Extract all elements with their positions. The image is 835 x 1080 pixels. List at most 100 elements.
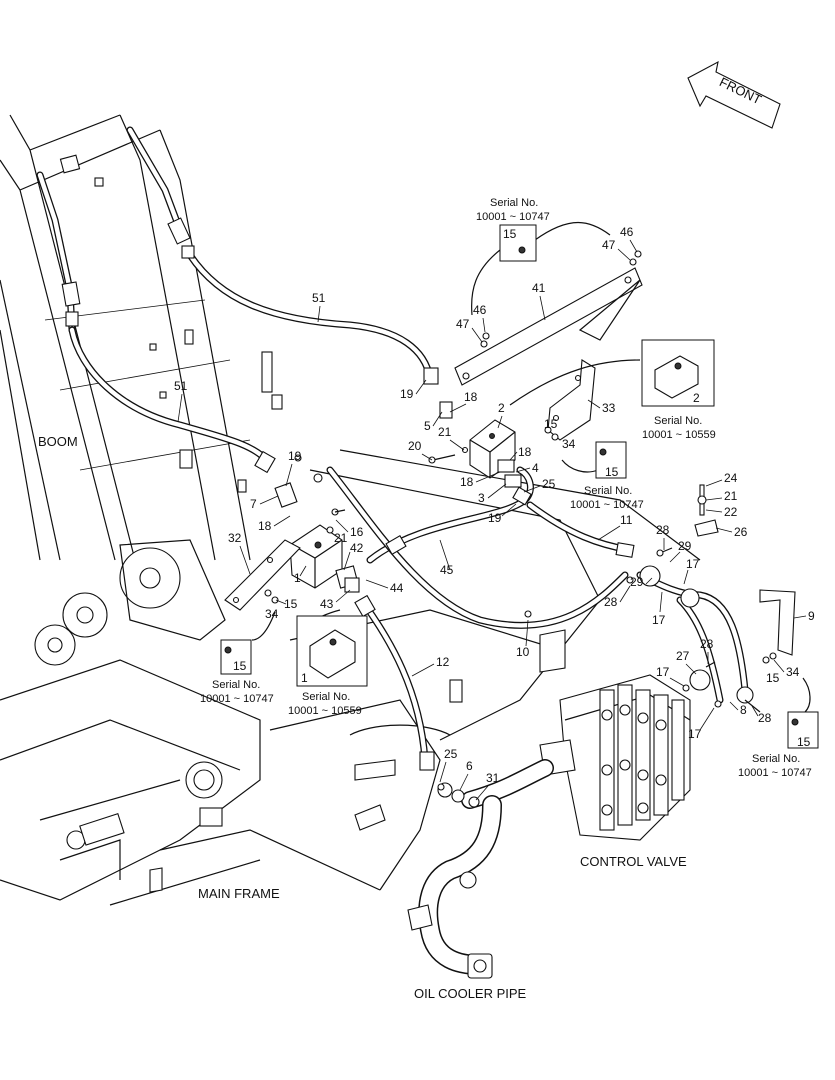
front-arrow: FRONT: [687, 60, 781, 129]
serial-top-range: 10001 ~ 10747: [476, 211, 550, 223]
callout-18a: 18: [464, 390, 478, 404]
callout-19a: 19: [400, 387, 414, 401]
oil-cooler-pipe-label: OIL COOLER PIPE: [414, 986, 527, 1001]
valve-block-2: [439, 401, 522, 488]
callout-16: 16: [350, 525, 364, 539]
serial-top-title: Serial No.: [490, 197, 538, 209]
callout-28d: 28: [758, 711, 772, 725]
callout-22: 22: [724, 505, 738, 519]
control-valve-label: CONTROL VALVE: [580, 854, 687, 869]
callout-45: 45: [440, 563, 454, 577]
callout-47b: 47: [456, 317, 470, 331]
callout-25b: 25: [444, 747, 458, 761]
serial-right-range: 10001 ~ 10747: [738, 767, 812, 779]
callout-46b: 46: [473, 303, 487, 317]
callout-20: 20: [408, 439, 422, 453]
callout-19c: 19: [288, 449, 302, 463]
callout-34b: 34: [265, 607, 279, 621]
callout-9: 9: [808, 609, 815, 623]
serial-left-range: 10001 ~ 10747: [200, 693, 274, 705]
callout-1: 1: [294, 571, 301, 585]
hardware: [264, 250, 777, 791]
serial-right-part: 15: [797, 735, 811, 749]
callout-18b: 18: [518, 445, 532, 459]
callout-18d: 18: [258, 519, 272, 533]
callout-29b: 29: [630, 575, 644, 589]
callout-17c: 17: [656, 665, 670, 679]
callout-44: 44: [390, 581, 404, 595]
callout-7: 7: [250, 497, 257, 511]
callout-6: 6: [466, 759, 473, 773]
callout-28c: 28: [700, 637, 714, 651]
callout-3: 3: [478, 491, 485, 505]
serial-note-top: Serial No. 10001 ~ 10747 15: [476, 197, 550, 262]
serial-note-block2: 2 Serial No. 10001 ~ 10559: [641, 339, 716, 441]
valve-block-1: [274, 482, 360, 593]
serial-note-mid: 15 Serial No. 10001 ~ 10747: [570, 441, 644, 511]
serial-block2-title: Serial No.: [654, 415, 702, 427]
callout-2: 2: [498, 401, 505, 415]
callout-32: 32: [228, 531, 242, 545]
callout-33: 33: [602, 401, 616, 415]
main-frame-label: MAIN FRAME: [198, 886, 280, 901]
callout-47a: 47: [602, 238, 616, 252]
callout-18c: 18: [460, 475, 474, 489]
callout-8: 8: [740, 703, 747, 717]
oil-cooler-pipe: OIL COOLER PIPE: [407, 759, 554, 1001]
callout-28b: 28: [604, 595, 618, 609]
callout-4: 4: [532, 461, 539, 475]
callout-21a: 21: [438, 425, 452, 439]
callout-51a: 51: [312, 291, 326, 305]
callout-12: 12: [436, 655, 450, 669]
callout-28a: 28: [656, 523, 670, 537]
mounting-plate-41: [454, 267, 643, 386]
callout-17a: 17: [686, 557, 700, 571]
serial-block1-part: 1: [301, 671, 308, 685]
hoses: [36, 126, 635, 771]
callout-17d: 17: [688, 727, 702, 741]
serial-left-title: Serial No.: [212, 679, 260, 691]
bracket-32: [224, 539, 301, 611]
serial-block2-part: 2: [693, 391, 700, 405]
callout-17b: 17: [652, 613, 666, 627]
callout-27: 27: [676, 649, 690, 663]
callout-34a: 34: [562, 437, 576, 451]
callout-15c: 15: [766, 671, 780, 685]
pointer-arrows: [251, 221, 811, 713]
callout-29a: 29: [678, 539, 692, 553]
callout-51b: 51: [174, 379, 188, 393]
callout-21c: 21: [724, 489, 738, 503]
serial-block1-title: Serial No.: [302, 691, 350, 703]
serial-mid-title: Serial No.: [584, 485, 632, 497]
callout-5: 5: [424, 419, 431, 433]
serial-note-left: 15 Serial No. 10001 ~ 10747: [200, 639, 274, 705]
boom-structure: BOOM: [0, 114, 283, 666]
control-valve: CONTROL VALVE: [539, 674, 691, 869]
serial-mid-range: 10001 ~ 10747: [570, 499, 644, 511]
serial-mid-part: 15: [605, 465, 619, 479]
serial-left-part: 15: [233, 659, 247, 673]
callout-11: 11: [620, 513, 633, 527]
serial-block2-range: 10001 ~ 10559: [642, 429, 716, 441]
callout-34c: 34: [786, 665, 800, 679]
serial-top-part: 15: [503, 227, 517, 241]
serial-note-right: 15 Serial No. 10001 ~ 10747: [738, 711, 819, 779]
callout-25a: 25: [542, 477, 556, 491]
serial-note-block1: 1 Serial No. 10001 ~ 10559: [288, 615, 368, 717]
callout-41: 41: [532, 281, 546, 295]
main-frame: MAIN FRAME: [0, 449, 701, 906]
callout-24: 24: [724, 471, 738, 485]
callout-46a: 46: [620, 225, 634, 239]
callout-21b: 21: [334, 531, 348, 545]
right-pipes: [636, 484, 796, 704]
callout-15a: 15: [544, 417, 558, 431]
callout-42: 42: [350, 541, 364, 555]
boom-label: BOOM: [38, 434, 78, 449]
callout-10: 10: [516, 645, 530, 659]
serial-block1-range: 10001 ~ 10559: [288, 705, 362, 717]
callout-31: 31: [486, 771, 500, 785]
callout-43: 43: [320, 597, 334, 611]
part-callouts: 46 47 46 47 41 51 51 19 5 18 2 33 20 21 …: [174, 225, 815, 801]
serial-right-title: Serial No.: [752, 753, 800, 765]
